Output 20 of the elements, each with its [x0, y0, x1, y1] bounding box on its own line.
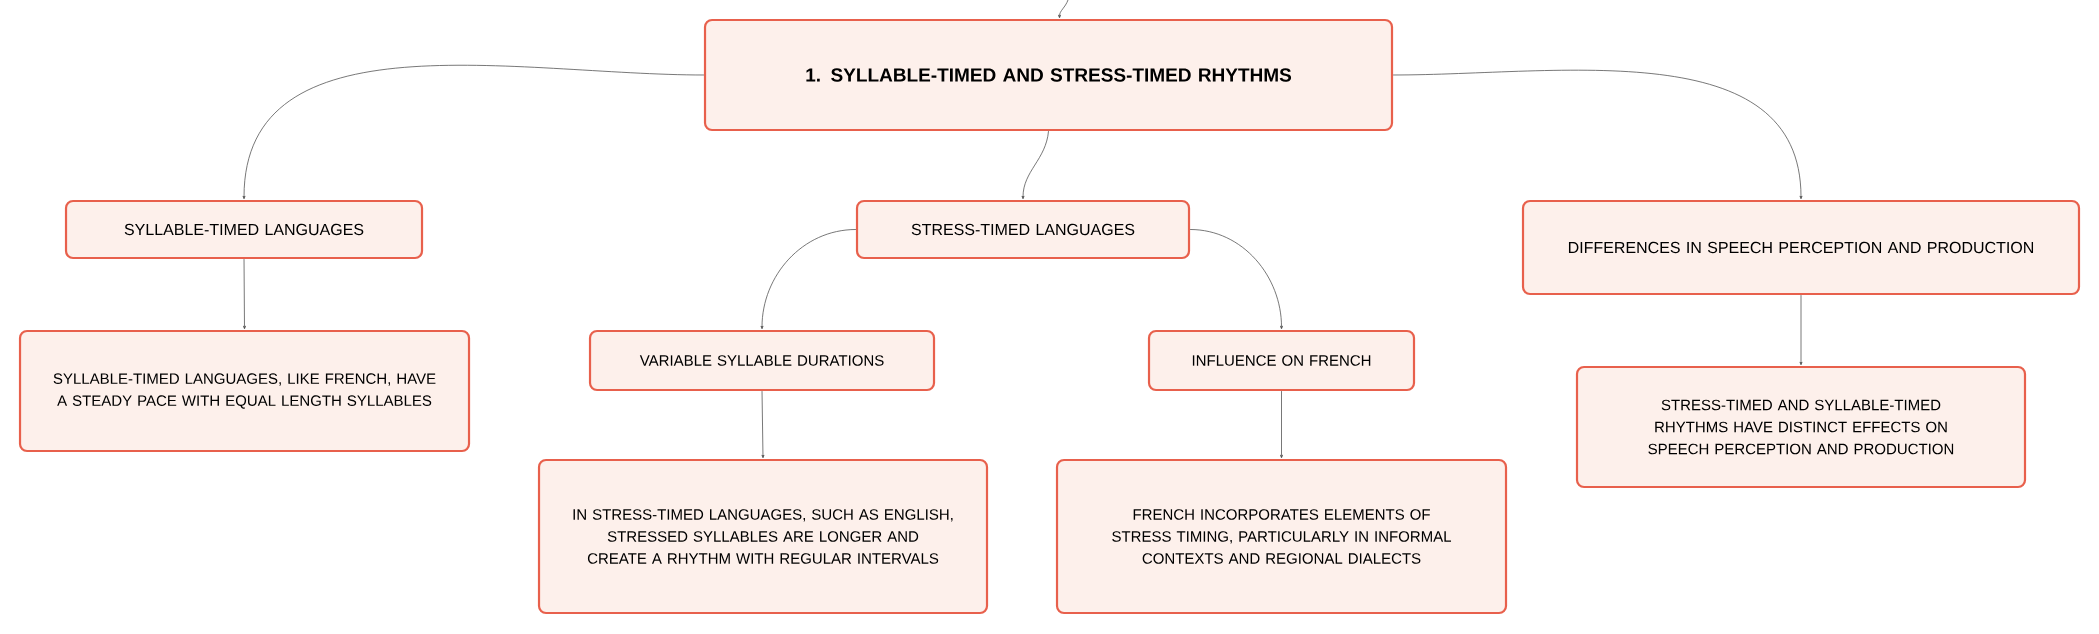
connector-arrow [1189, 229, 1283, 330]
topic-box: SYLLABLE-TIMED LANGUAGES [64, 199, 424, 260]
connector-arrow [1280, 390, 1283, 459]
topic-box: 1. SYLLABLE-TIMED AND STRESS-TIMED RHYTHMS [703, 18, 1394, 132]
connector-arrow [760, 229, 857, 330]
connector-arrow [761, 390, 765, 459]
connector-arrow [1799, 294, 1803, 366]
topic-box: STRESS-TIMED AND SYLLABLE-TIMED RHYTHMS HAVE DISTINCT EFFECTS ON SPEECH PERCEPTION AND PRODUCTION [1575, 365, 2027, 489]
topic-box: IN STRESS-TIMED LANGUAGES, SUCH AS ENGLISH, STRESSED SYLLABLES ARE LONGER AND CREATE A RHYTHM WITH REGULAR INTERVALS [537, 458, 989, 615]
connector-arrow [242, 64, 705, 200]
topic-box: DIFFERENCES IN SPEECH PERCEPTION AND PRODUCTION [1521, 199, 2081, 296]
connector-arrow [1058, 0, 1069, 19]
topic-box: INFLUENCE ON FRENCH [1147, 329, 1416, 392]
topic-box: STRESS-TIMED LANGUAGES [855, 199, 1191, 260]
topic-box: FRENCH INCORPORATES ELEMENTS OF STRESS TIMING, PARTICULARLY IN INFORMAL CONTEXTS AND REGIONAL DIALECTS [1055, 458, 1508, 615]
connector-arrow [243, 258, 246, 330]
topic-box: VARIABLE SYLLABLE DURATIONS [588, 329, 936, 392]
topic-box: SYLLABLE-TIMED LANGUAGES, LIKE FRENCH, HAVE A STEADY PACE WITH EQUAL LENGTH SYLLABLES [18, 329, 471, 453]
connector-arrow [1392, 69, 1803, 200]
connector-arrow [1021, 130, 1049, 200]
